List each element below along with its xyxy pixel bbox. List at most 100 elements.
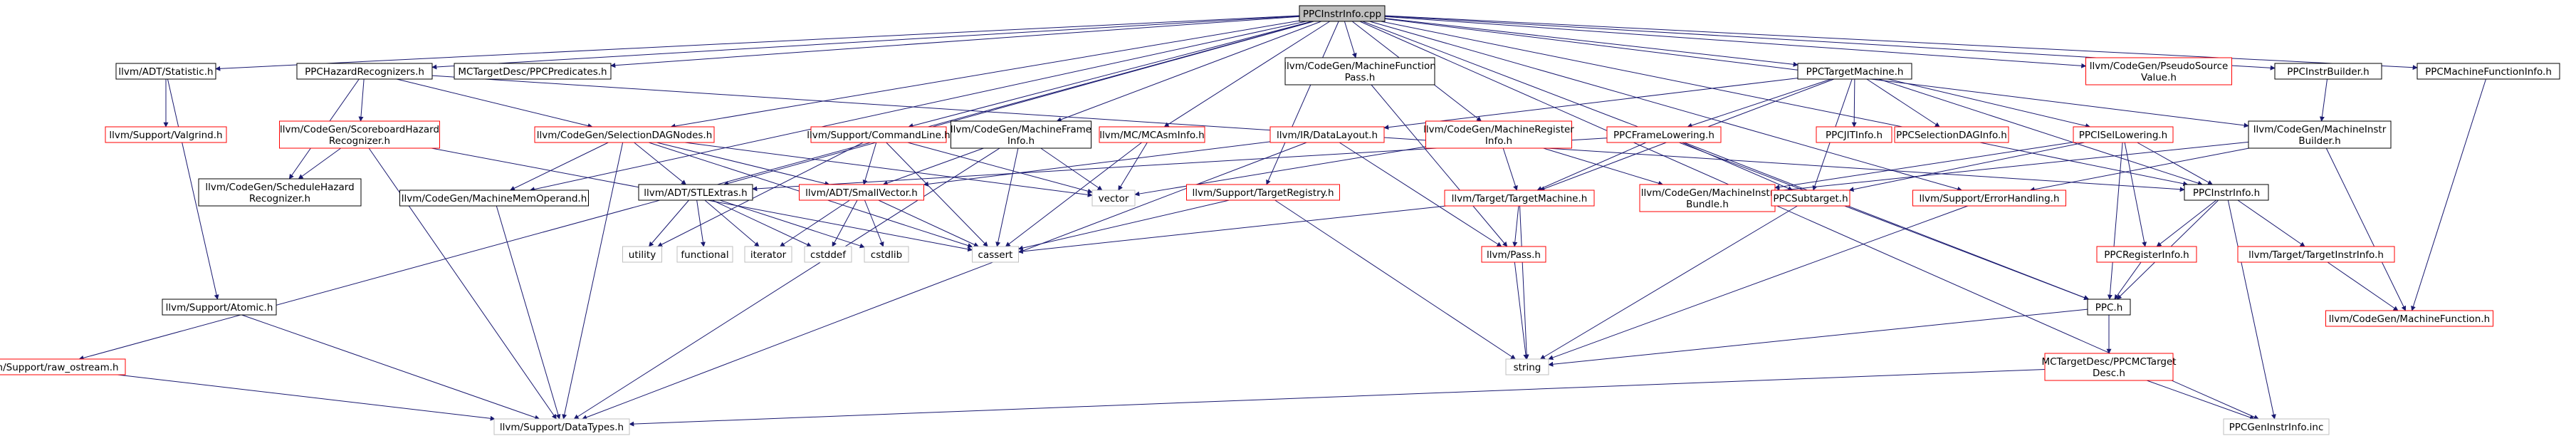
edge-ttargetmachine-to-pass bbox=[1512, 205, 1519, 247]
node-box bbox=[2417, 63, 2560, 80]
node-instrbuilder_ppc[interactable]: PPCInstrBuilder.h bbox=[2274, 63, 2382, 80]
node-label: llvm/CodeGen/SelectionDAGNodes.h bbox=[537, 130, 713, 141]
edge-minstrbuilder-to-mfunction bbox=[2325, 147, 2407, 311]
node-label: llvm/Support/DataTypes.h bbox=[500, 422, 624, 433]
node-ttargetinstrinfo[interactable]: llvm/Target/TargetInstrInfo.h bbox=[2237, 246, 2395, 263]
node-box bbox=[534, 126, 715, 143]
edge-smallvector-to-cstddef bbox=[832, 199, 858, 247]
node-label: llvm/Support/TargetRegistry.h bbox=[1192, 187, 1334, 199]
node-label: llvm/ADT/Statistic.h bbox=[118, 66, 213, 78]
node-datatypes: llvm/Support/DataTypes.h bbox=[493, 418, 630, 435]
node-ppch[interactable]: PPC.h bbox=[2087, 299, 2131, 316]
node-atomic[interactable]: llvm/Support/Atomic.h bbox=[162, 299, 277, 316]
node-geninstrinfo: PPCGenInstrInfo.inc bbox=[2223, 418, 2330, 435]
node-isellowering[interactable]: PPCISelLowering.h bbox=[2073, 126, 2174, 143]
node-box bbox=[2325, 310, 2493, 327]
edge-mframeinfo-to-vector bbox=[1040, 147, 1103, 191]
node-ttargetmachine[interactable]: llvm/Target/TargetMachine.h bbox=[1444, 190, 1595, 207]
node-targetregistry[interactable]: llvm/Support/TargetRegistry.h bbox=[1186, 184, 1340, 201]
edge-atomic-to-datatypes bbox=[241, 314, 540, 420]
node-label: PPCHazardRecognizers.h bbox=[305, 66, 424, 78]
node-box bbox=[1606, 126, 1722, 143]
node-box bbox=[1186, 184, 1340, 201]
node-mctargetdesc_pred[interactable]: MCTargetDesc/PPCPredicates.h bbox=[454, 63, 612, 80]
node-cstddef: cstddef bbox=[804, 246, 852, 263]
edge-framelowering-to-ttargetmachine bbox=[1536, 142, 1647, 191]
node-box bbox=[198, 178, 362, 207]
node-smallvector[interactable]: llvm/ADT/SmallVector.h bbox=[799, 184, 924, 201]
node-datalayout[interactable]: llvm/IR/DataLayout.h bbox=[1269, 126, 1385, 143]
node-box bbox=[1771, 190, 1850, 207]
node-utility: utility bbox=[622, 246, 662, 263]
node-mfinfo[interactable]: PPCMachineFunctionInfo.h bbox=[2417, 63, 2560, 80]
node-targetmachine[interactable]: PPCTargetMachine.h bbox=[1797, 63, 1912, 80]
node-box bbox=[2087, 299, 2131, 316]
node-label: cassert bbox=[978, 249, 1013, 261]
node-box bbox=[2248, 120, 2392, 149]
node-box bbox=[162, 299, 277, 316]
node-seldag[interactable]: llvm/CodeGen/SelectionDAGNodes.h bbox=[534, 126, 715, 143]
node-ppcinstrinfo[interactable]: PPCInstrInfo.h bbox=[2184, 184, 2269, 201]
edge-statistic-to-atomic bbox=[167, 78, 219, 300]
node-label: llvm/CodeGen/PseudoSource bbox=[2090, 61, 2229, 72]
node-stlextras[interactable]: llvm/ADT/STLExtras.h bbox=[638, 184, 753, 201]
edge-root-to-mfinfo bbox=[1384, 15, 2418, 71]
node-box bbox=[1481, 246, 1546, 263]
node-label: llvm/CodeGen/MachineInstr bbox=[2253, 124, 2387, 135]
node-pass[interactable]: llvm/Pass.h bbox=[1481, 246, 1546, 263]
edge-targetmachine-to-jitinfo bbox=[1851, 78, 1857, 128]
node-mmemoperand[interactable]: llvm/CodeGen/MachineMemOperand.h bbox=[399, 190, 589, 207]
edge-ppcinstrinfo-to-geninstrinfo bbox=[2227, 199, 2276, 420]
node-box bbox=[1444, 190, 1595, 207]
node-label: llvm/CodeGen/MachineRegister bbox=[1423, 124, 1574, 135]
node-errorhandling[interactable]: llvm/Support/ErrorHandling.h bbox=[1912, 190, 2066, 207]
node-cmdline[interactable]: llvm/Support/CommandLine.h bbox=[807, 126, 951, 143]
node-seldaginfo[interactable]: PPCSelectionDAGInfo.h bbox=[1894, 126, 2009, 143]
node-box bbox=[622, 246, 662, 263]
node-schedhazard[interactable]: llvm/CodeGen/ScoreboardHazardRecognizer.… bbox=[279, 120, 440, 149]
node-label: PPC.h bbox=[2095, 302, 2123, 313]
edge-mcasminfo-to-cassert bbox=[1005, 142, 1142, 247]
node-label: PPCInstrInfo.h bbox=[2193, 187, 2260, 199]
node-jitinfo[interactable]: PPCJITInfo.h bbox=[1816, 126, 1892, 143]
node-label: PPCJITInfo.h bbox=[1826, 130, 1883, 141]
node-rawostream[interactable]: llvm/Support/raw_ostream.h bbox=[0, 358, 126, 375]
edge-root-to-cmdline bbox=[908, 21, 1313, 128]
node-box bbox=[1284, 57, 1435, 85]
edge-isellowering-to-registerinfo bbox=[2124, 142, 2147, 247]
node-label: llvm/CodeGen/MachineFunction.h bbox=[2329, 313, 2490, 325]
node-label: cstddef bbox=[810, 249, 847, 261]
node-label: Info.h bbox=[1007, 135, 1035, 147]
node-label: PPCSelectionDAGInfo.h bbox=[1896, 130, 2007, 141]
edge-registerinfo-to-ppch bbox=[2114, 261, 2142, 300]
node-valgrind[interactable]: llvm/Support/Valgrind.h bbox=[105, 126, 227, 143]
edge-isellowering-to-ppch bbox=[2107, 142, 2123, 300]
edge-mfpass-to-pass bbox=[1371, 84, 1508, 247]
node-label: MCTargetDesc/PPCMCTarget bbox=[2041, 356, 2176, 368]
node-label: llvm/CodeGen/MachineFunction bbox=[1284, 61, 1436, 72]
node-box bbox=[2073, 126, 2174, 143]
node-label: Recognizer.h bbox=[249, 193, 310, 204]
edge-targetregistry-to-cassert bbox=[1017, 199, 1230, 251]
node-root[interactable]: PPCInstrInfo.cpp bbox=[1299, 5, 1386, 22]
node-registerinfo[interactable]: PPCRegisterInfo.h bbox=[2096, 246, 2197, 263]
node-statistic[interactable]: llvm/ADT/Statistic.h bbox=[115, 63, 216, 80]
edge-minstrbuilder-to-minstrbundle bbox=[1774, 141, 2249, 194]
edge-root-to-statistic bbox=[215, 15, 1300, 71]
node-box bbox=[279, 120, 440, 149]
edge-schedhazard-to-datatypes bbox=[368, 147, 557, 420]
node-hazardrec[interactable]: PPCHazardRecognizers.h bbox=[296, 63, 433, 80]
node-framelowering[interactable]: PPCFrameLowering.h bbox=[1606, 126, 1722, 143]
edge-root-to-seldag bbox=[670, 20, 1300, 129]
node-mfunction[interactable]: llvm/CodeGen/MachineFunction.h bbox=[2325, 310, 2493, 327]
node-mcasminfo[interactable]: llvm/MC/MCAsmInfo.h bbox=[1099, 126, 1205, 143]
node-subtarget[interactable]: PPCSubtarget.h bbox=[1771, 190, 1850, 207]
